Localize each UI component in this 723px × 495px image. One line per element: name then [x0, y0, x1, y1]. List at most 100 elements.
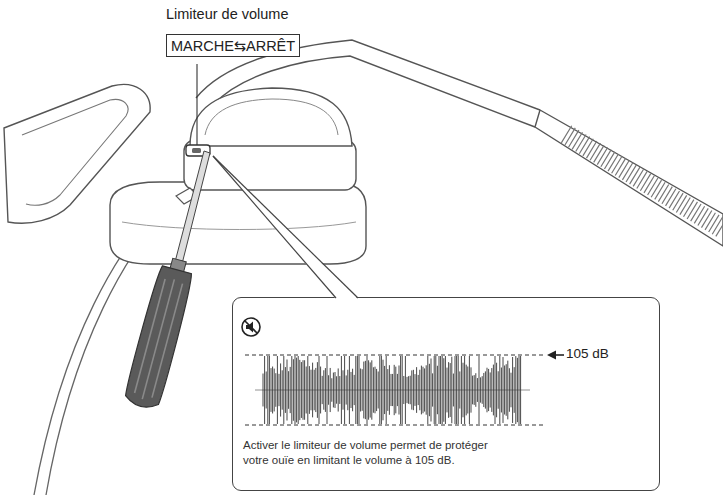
waveform-bar — [352, 369, 353, 412]
waveform-bar — [343, 370, 344, 409]
waveform-bar — [487, 368, 488, 413]
slider-slot — [22, 99, 128, 205]
waveform-bar — [463, 363, 464, 418]
waveform-bar — [303, 360, 304, 420]
waveform-bar — [384, 366, 385, 414]
waveform-bar — [431, 358, 432, 421]
waveform-bar — [459, 371, 460, 408]
waveform-bar — [301, 362, 302, 418]
waveform-bar — [469, 356, 470, 424]
waveform-bar — [323, 370, 324, 409]
waveform-bar — [319, 356, 320, 424]
waveform-bar — [503, 357, 504, 423]
waveform-bar — [427, 356, 428, 424]
waveform-bar — [277, 356, 278, 424]
waveform-bar — [424, 368, 425, 411]
waveform-bar — [362, 369, 363, 411]
waveform-bar — [370, 362, 371, 417]
callout-pointer-edge — [213, 156, 358, 298]
waveform-bar — [295, 356, 296, 424]
waveform-bar — [491, 368, 492, 412]
waveform-bar — [395, 367, 396, 414]
waveform-bar — [387, 369, 388, 411]
waveform-bar — [442, 356, 443, 424]
waveform-bar — [271, 368, 272, 412]
waveform-bar — [501, 368, 502, 413]
waveform-bar — [355, 356, 356, 424]
waveform-bar — [375, 367, 376, 414]
waveform-bar — [485, 371, 486, 408]
waveform-bar — [426, 365, 427, 414]
waveform-bar — [269, 356, 270, 424]
waveform-bar — [357, 356, 358, 424]
waveform-bar — [344, 356, 345, 424]
waveform-bar — [282, 370, 283, 409]
waveform-bar — [458, 356, 459, 424]
waveform-bar — [499, 356, 500, 424]
waveform-bar — [291, 356, 292, 424]
waveform-bar — [514, 367, 515, 413]
waveform-bar — [386, 356, 387, 424]
waveform-bar — [336, 376, 337, 403]
waveform-bar — [451, 357, 452, 424]
waveform-bar — [309, 366, 310, 414]
cushion-seam — [122, 222, 356, 230]
waveform-bar — [453, 374, 454, 407]
waveform-bar — [490, 372, 491, 407]
waveform-bar — [471, 367, 472, 412]
waveform-bar — [421, 366, 422, 415]
waveform-bar — [519, 356, 520, 424]
waveform-bar — [407, 377, 408, 403]
waveform-bar — [488, 369, 489, 411]
leader-line — [196, 64, 197, 145]
waveform-bar — [399, 365, 400, 414]
waveform-bar — [496, 363, 497, 418]
waveform-bar — [394, 365, 395, 415]
waveform-bar — [266, 372, 267, 409]
waveform-bar — [447, 368, 448, 413]
part-name: Limiteur de volume — [166, 5, 300, 23]
limit-line — [245, 355, 545, 356]
cup-cap — [190, 88, 352, 146]
waveform-bar — [413, 370, 414, 410]
waveform-bar — [495, 356, 496, 424]
waveform-bar — [432, 373, 433, 406]
waveform-bar — [298, 356, 299, 424]
waveform-bar — [456, 356, 457, 424]
waveform-bar — [475, 373, 476, 407]
waveform-bar — [440, 356, 441, 424]
waveform-bar — [379, 356, 380, 424]
waveform-bar — [504, 365, 505, 414]
waveform-bar — [405, 356, 406, 424]
waveform-bar — [311, 370, 312, 411]
mute-icon — [242, 318, 260, 336]
waveform-bar — [439, 356, 440, 424]
waveform-bar — [306, 367, 307, 414]
waveform-bar — [365, 361, 366, 419]
waveform-bar — [315, 368, 316, 412]
callout-pointer — [213, 156, 358, 299]
waveform-bar — [325, 368, 326, 412]
waveform-bar — [349, 356, 350, 424]
waveform-bar — [293, 359, 294, 421]
waveform-bar — [320, 367, 321, 414]
waveform-bar — [445, 356, 446, 424]
screwdriver-shaft — [175, 151, 210, 264]
switch-slot — [192, 148, 201, 153]
waveform-bar — [351, 372, 352, 408]
waveform-bar — [317, 362, 318, 418]
waveform-bar — [328, 375, 329, 405]
waveform-bar — [339, 376, 340, 404]
waveform-bar — [483, 373, 484, 407]
waveform-bar — [288, 371, 289, 409]
waveform-bar — [474, 375, 475, 405]
waveform-bar — [267, 356, 268, 424]
waveform-bar — [272, 367, 273, 414]
waveform-bar — [466, 365, 467, 416]
switch-positions: MARCHE⇆ARRÊT — [166, 34, 300, 57]
cup-ridge — [205, 99, 338, 135]
waveform-bar — [378, 371, 379, 408]
waveform-bar — [464, 356, 465, 424]
waveform-bar — [480, 377, 481, 402]
waveform-bar — [509, 368, 510, 412]
